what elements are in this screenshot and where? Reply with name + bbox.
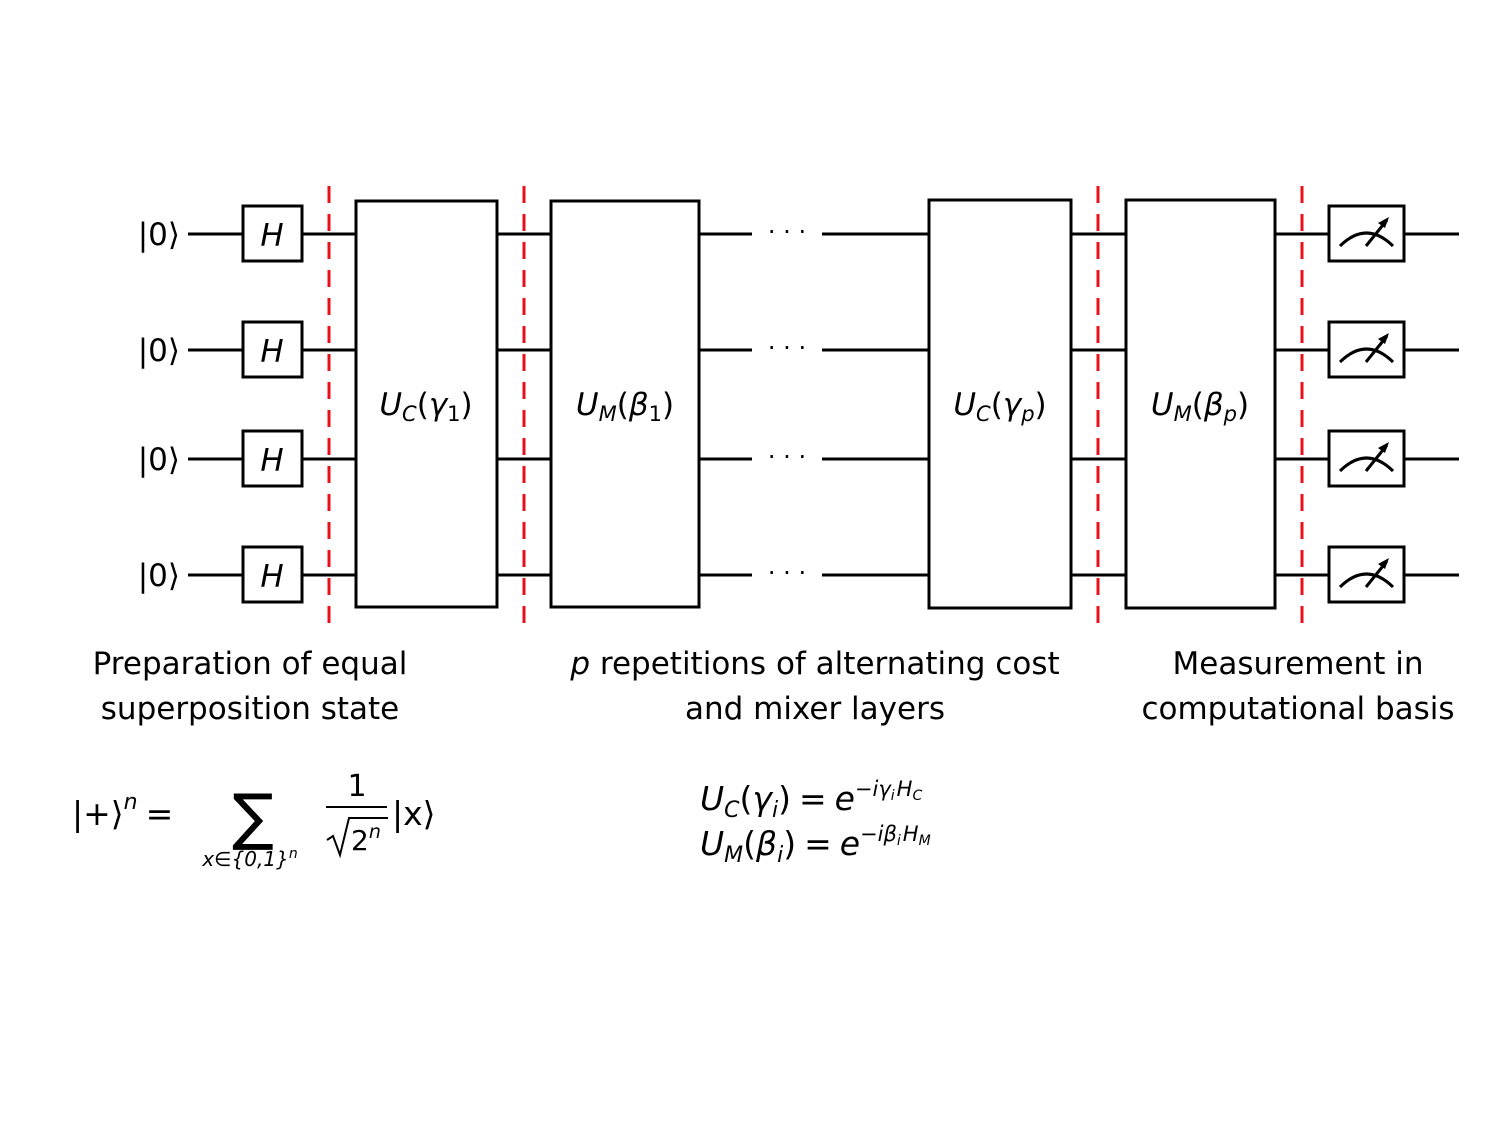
meter-icon <box>1338 442 1395 473</box>
initial-state-4: |0⟩ <box>138 558 180 594</box>
repetitions-text: repetitions of alternating cost <box>590 646 1060 682</box>
measurement-caption-line-2: computational basis <box>1141 691 1455 727</box>
sqrt-sign <box>326 817 388 859</box>
meter-icon <box>1338 333 1395 364</box>
hadamard-gate-3: H <box>241 429 304 488</box>
measurement-gate-4 <box>1327 545 1406 604</box>
svg-text:UM(β1): UM(β1) <box>576 387 674 426</box>
svg-text:UC(γ1): UC(γ1) <box>379 387 472 426</box>
cost-unitary-equation: UC(γi)=e−iγiHC <box>700 777 922 823</box>
initial-state-2: |0⟩ <box>138 333 180 369</box>
hadamard-gate-2: H <box>241 320 304 379</box>
initial-state-1: |0⟩ <box>138 217 180 253</box>
qubit-wires <box>188 232 1459 577</box>
repetitions-caption-line-1: p repetitions of alternating cost <box>555 642 1075 687</box>
ellipsis-1: · · · <box>768 218 806 246</box>
ellipsis-2: · · · <box>768 334 806 362</box>
layer-blocks: UC(γ1) UM(β1) UC(γp) UM(βp) <box>354 198 1277 610</box>
svg-text:|+⟩n=: |+⟩n= <box>72 790 173 833</box>
repetitions-variable: p <box>570 646 591 682</box>
hadamard-gates: H H H H <box>241 204 304 604</box>
svg-text:UM(βi)=e−iβiHM: UM(βi)=e−iβiHM <box>700 822 931 868</box>
measurement-caption: Measurement in computational basis <box>1128 642 1468 732</box>
preparation-caption-line-2: superposition state <box>100 691 400 727</box>
cost-layer-1: UC(γ1) <box>354 199 499 609</box>
section-separators <box>327 186 1304 628</box>
initial-states: |0⟩ |0⟩ |0⟩ |0⟩ <box>138 217 180 594</box>
initial-state-3: |0⟩ <box>138 442 180 478</box>
hadamard-label: H <box>260 334 283 370</box>
measurement-gate-1 <box>1327 204 1406 263</box>
repetition-ellipses: · · · · · · · · · · · · <box>768 218 806 587</box>
meter-icon <box>1338 217 1395 248</box>
repetitions-caption: p repetitions of alternating cost and mi… <box>555 642 1075 732</box>
ket-x: |x⟩ <box>392 794 436 833</box>
svg-text:x∈{0,1}n: x∈{0,1}n <box>201 846 297 871</box>
svg-text:UC(γi)=e−iγiHC: UC(γi)=e−iγiHC <box>700 777 922 823</box>
fraction-numerator: 1 <box>347 769 366 804</box>
cost-layer-p: UC(γp) <box>927 198 1073 610</box>
measurement-gate-3 <box>1327 429 1406 488</box>
ellipsis-3: · · · <box>768 443 806 471</box>
preparation-caption: Preparation of equal superposition state <box>70 642 430 732</box>
mixer-layer-1: UM(β1) <box>549 199 701 609</box>
hadamard-gate-1: H <box>241 204 304 263</box>
svg-text:2n: 2n <box>351 821 381 857</box>
measurement-caption-line-1: Measurement in <box>1172 646 1424 682</box>
mixer-unitary-equation: UM(βi)=e−iβiHM <box>700 822 931 868</box>
meter-icon <box>1338 558 1395 589</box>
measurement-gate-2 <box>1327 320 1406 379</box>
hadamard-label: H <box>260 443 283 479</box>
measurement-gates <box>1327 204 1406 604</box>
hadamard-label: H <box>260 559 283 595</box>
ellipsis-4: · · · <box>768 559 806 587</box>
preparation-caption-line-1: Preparation of equal <box>92 646 408 682</box>
mixer-layer-p: UM(βp) <box>1124 198 1277 610</box>
plus-state-equation: |+⟩n= ∑ x∈{0,1}n 1 2n |x⟩ <box>72 769 436 871</box>
hadamard-gate-4: H <box>241 545 304 604</box>
hadamard-label: H <box>260 218 283 254</box>
svg-text:UM(βp): UM(βp) <box>1151 387 1249 426</box>
summation-symbol: ∑ <box>232 780 274 853</box>
svg-text:UC(γp): UC(γp) <box>953 387 1046 426</box>
repetitions-caption-line-2: and mixer layers <box>685 691 945 727</box>
